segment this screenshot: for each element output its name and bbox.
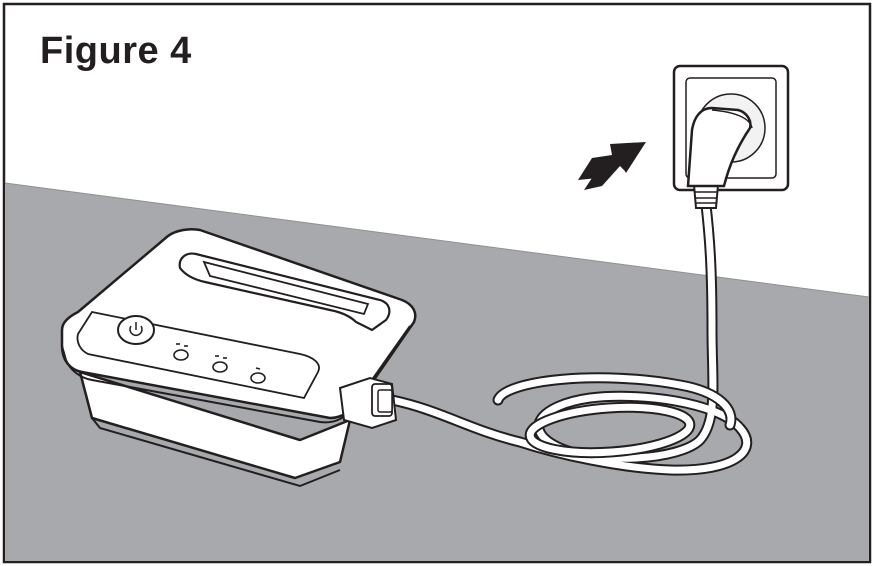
indicator-light [250, 367, 266, 384]
indicator-light [212, 355, 228, 373]
power-plug-icon [686, 106, 753, 209]
push-arrow-icon [578, 142, 646, 190]
indicator-light [173, 343, 189, 361]
wall-floor-edge [4, 182, 870, 298]
figure-title: Figure 4 [40, 30, 192, 72]
power-icon [117, 315, 155, 345]
power-cord [386, 199, 753, 476]
